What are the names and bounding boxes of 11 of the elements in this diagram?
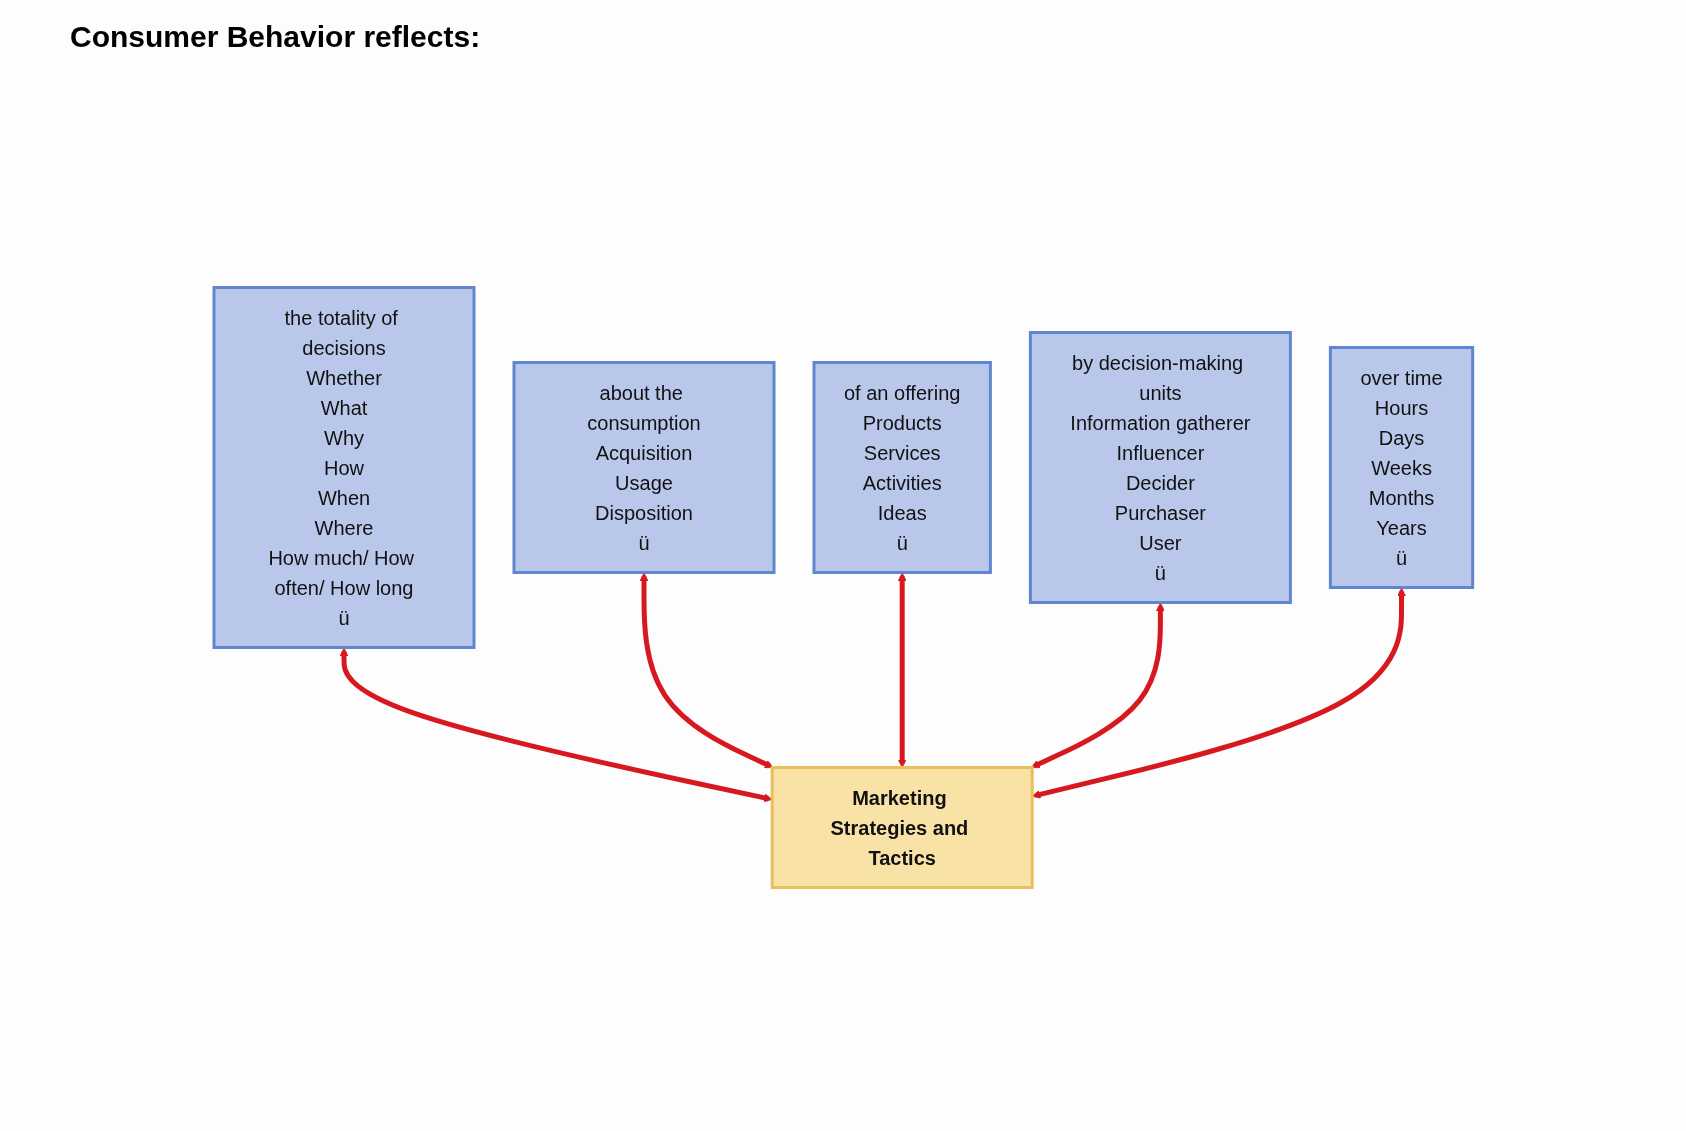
arrow xyxy=(897,572,907,768)
node-box: Marketing Strategies and Tactics xyxy=(770,766,1034,889)
node-box: the totality of decisions Whether What Why How When Where How much/ How often/ How long ü xyxy=(212,286,476,649)
arrow xyxy=(1031,587,1406,799)
node-box: of an offering Products Services Activities Ideas ü xyxy=(812,361,992,574)
arrow xyxy=(1030,602,1165,769)
node-box: by decision-making units Information gatherer Influencer Decider Purchaser User ü xyxy=(1028,331,1292,604)
node-box: over time Hours Days Weeks Months Years ü xyxy=(1328,346,1474,589)
node-box: about the consumption Acquisition Usage Disposition ü xyxy=(512,361,776,574)
arrow xyxy=(639,572,774,769)
title: Consumer Behavior reflects: xyxy=(70,20,482,54)
